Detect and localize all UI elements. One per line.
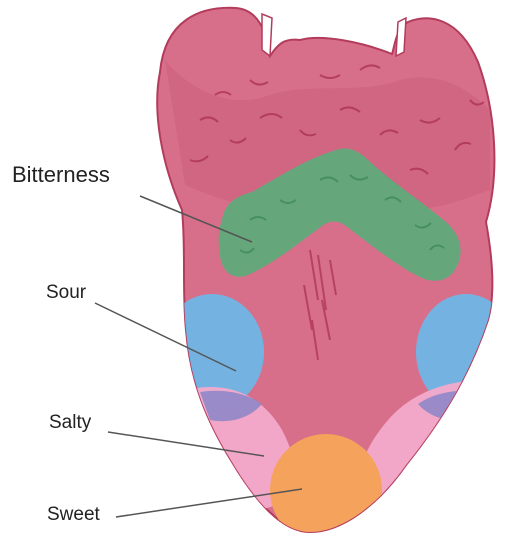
tongue-top-notch-right xyxy=(396,18,406,56)
bitterness-label: Bitterness xyxy=(12,162,110,188)
tongue-top-notch-left xyxy=(262,14,272,56)
sour-label: Sour xyxy=(46,282,86,304)
sweet-label: Sweet xyxy=(47,504,100,526)
salty-label: Salty xyxy=(49,412,91,434)
